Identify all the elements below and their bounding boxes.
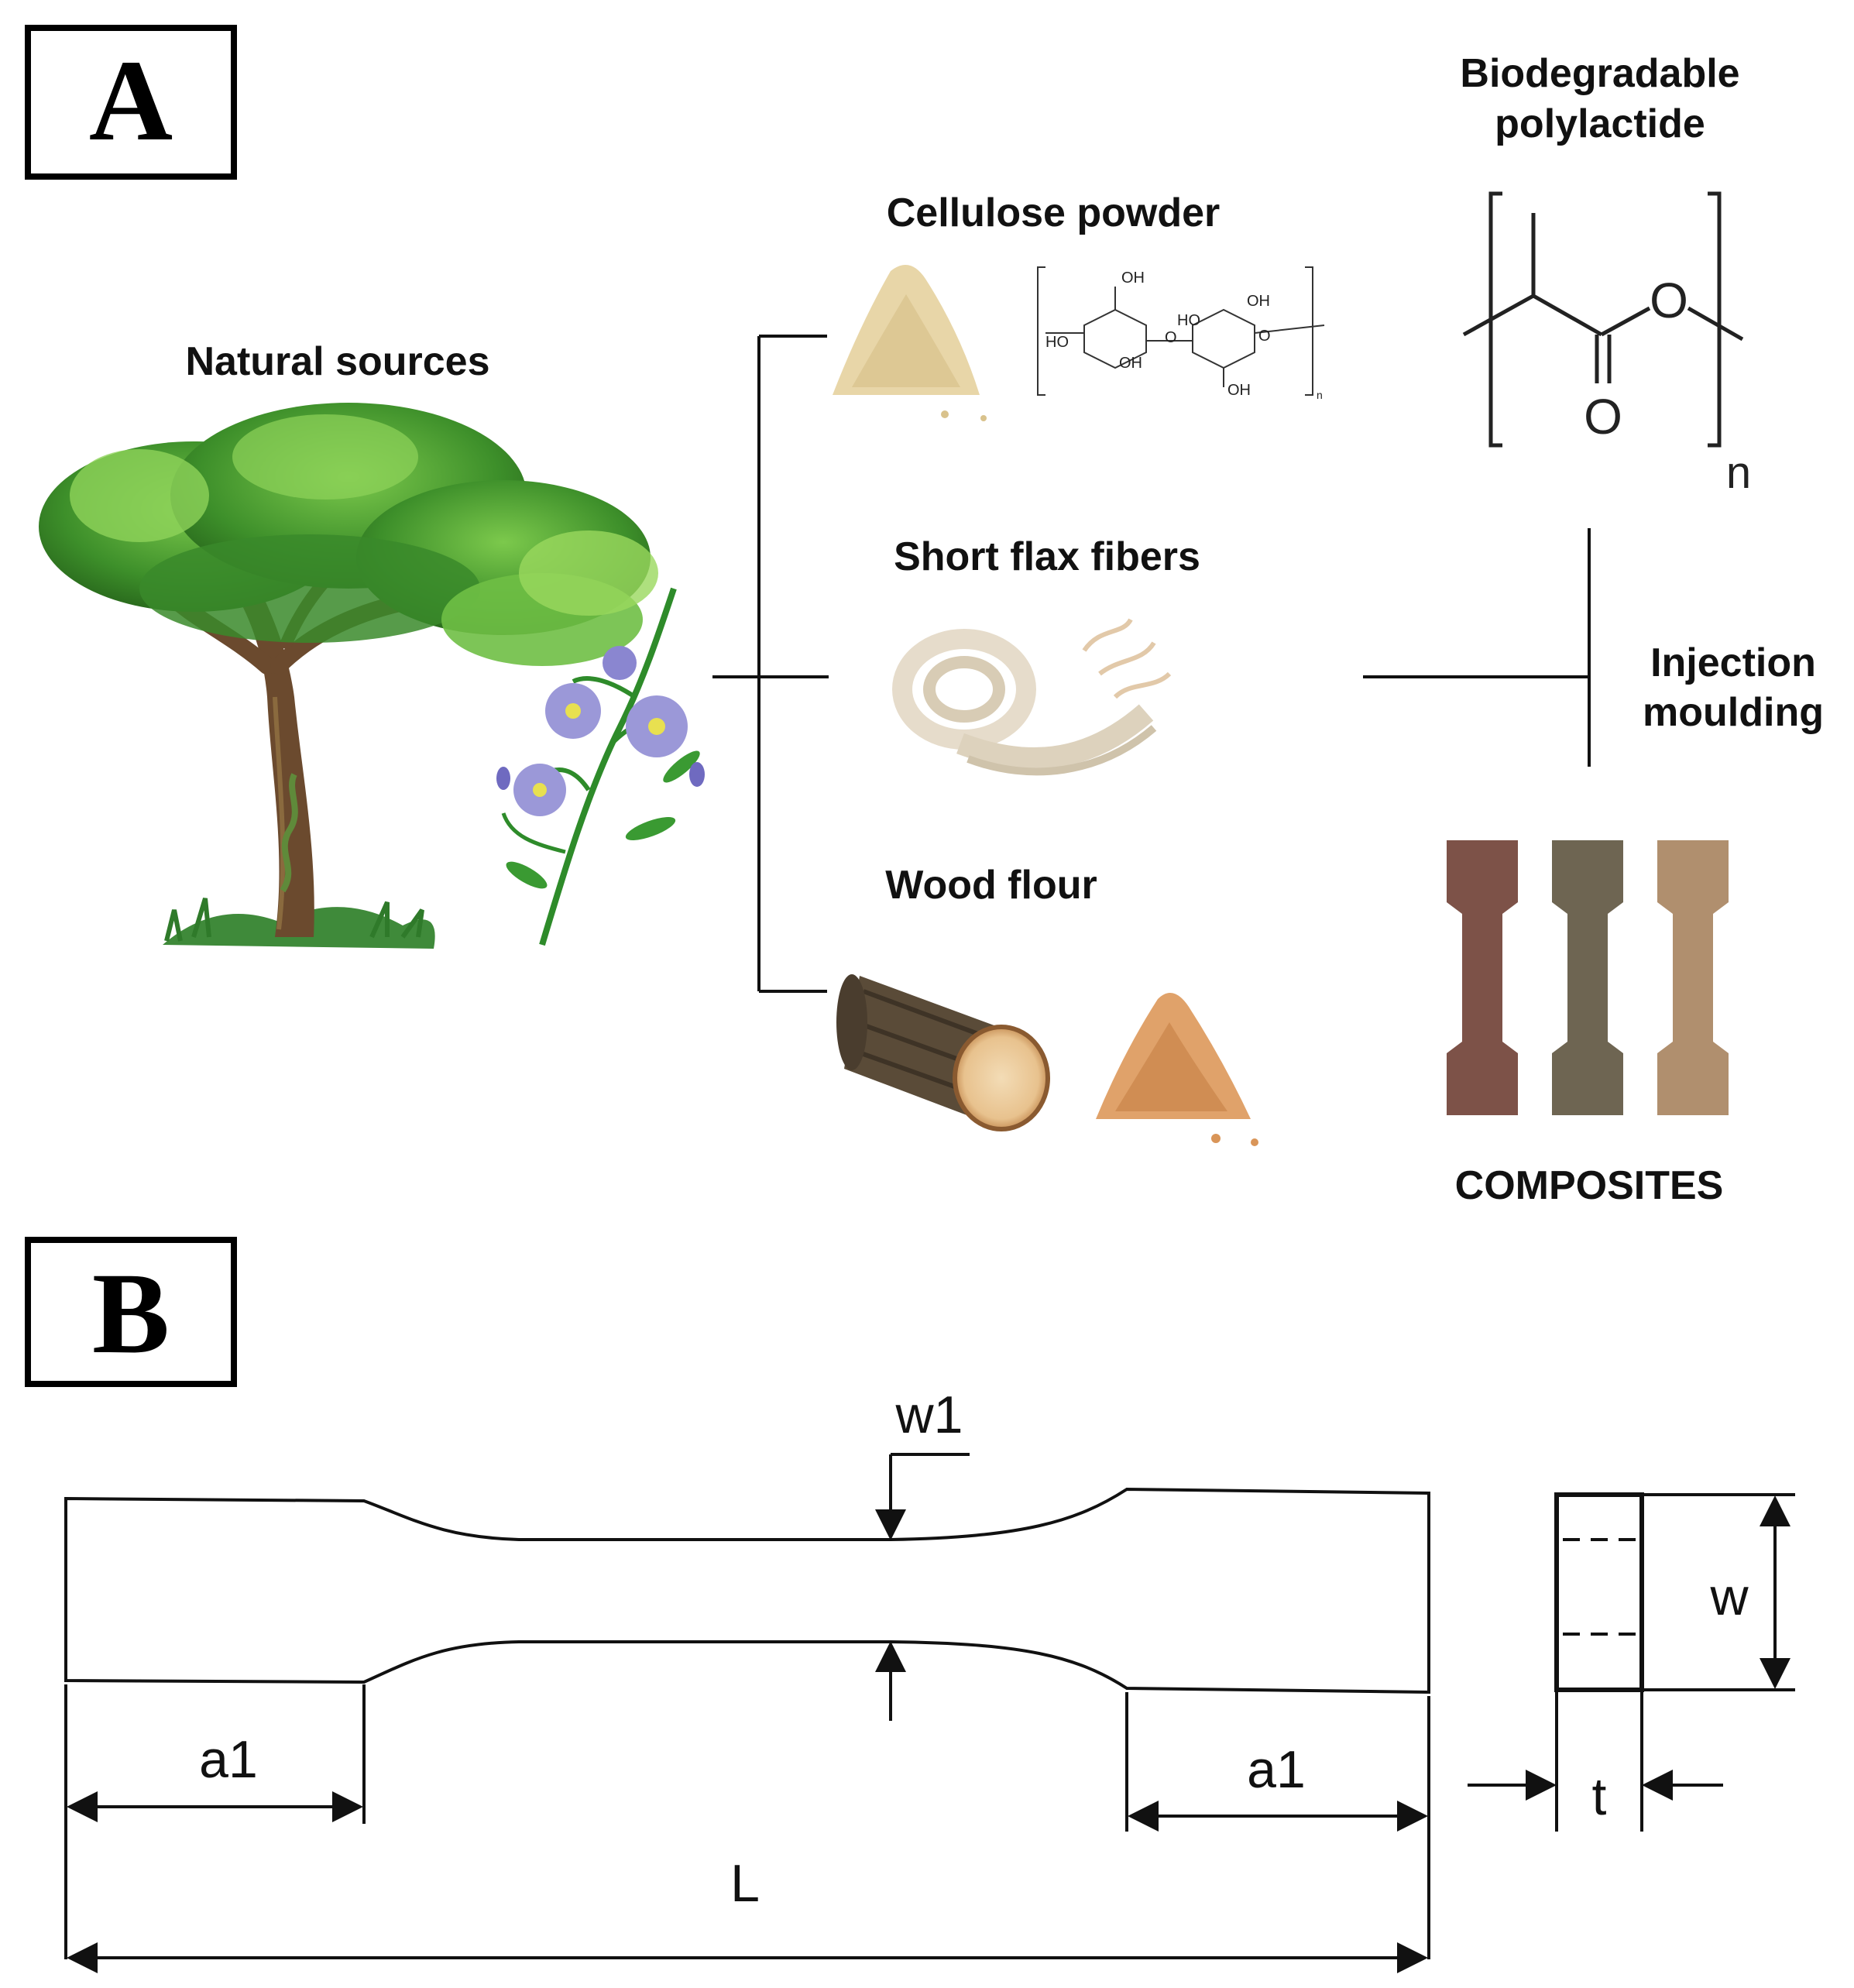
cellulose-oh-3: OH <box>1247 293 1270 310</box>
injection-connector <box>1363 528 1591 767</box>
pla-carbonyl-oxygen: O <box>1584 389 1622 445</box>
cellulose-structure: OH HO OH O HO OH O OH n <box>1037 266 1325 401</box>
a1-left-label: a1 <box>199 1730 258 1789</box>
l-label: L <box>730 1854 760 1913</box>
panel-b-letter: B <box>92 1249 170 1378</box>
pla-title-line2: polylactide <box>1495 101 1705 146</box>
cellulose-o-bridge: O <box>1165 329 1177 346</box>
w1-label: w1 <box>895 1385 963 1444</box>
cellulose-n: n <box>1317 389 1323 401</box>
wood-log-illustration <box>836 974 1050 1131</box>
a1-right-label: a1 <box>1247 1740 1306 1799</box>
dogbone-outline <box>64 1487 1430 1694</box>
natural-sources-label: Natural sources <box>185 339 489 384</box>
specimen-3 <box>1657 840 1729 1115</box>
pla-title-line1: Biodegradable <box>1460 51 1739 96</box>
tree-illustration <box>39 403 658 949</box>
specimen-1 <box>1447 840 1518 1115</box>
composites-label: COMPOSITES <box>1455 1163 1724 1208</box>
flower-2 <box>626 695 688 757</box>
pla-ester-oxygen: O <box>1650 273 1688 328</box>
w-label: w <box>1709 1567 1749 1626</box>
wood-flour-pile <box>1096 993 1258 1146</box>
wood-flour-label: Wood flour <box>885 863 1097 908</box>
flower-3 <box>513 764 566 816</box>
cellulose-powder-label: Cellulose powder <box>887 191 1221 235</box>
cellulose-ho-2: HO <box>1177 312 1200 329</box>
flax-plant-illustration <box>496 587 705 946</box>
cellulose-oh-4: OH <box>1227 382 1251 399</box>
panel-b-label-box: B <box>25 1237 237 1387</box>
a1-left-dimension: a1 <box>64 1684 366 1959</box>
w1-dimension: w1 <box>875 1385 970 1721</box>
l-dimension: L <box>67 1854 1428 1973</box>
flax-fibers-illustration <box>892 618 1172 776</box>
cellulose-o-end: O <box>1258 328 1271 345</box>
injection-label-line2: moulding <box>1643 690 1824 735</box>
composite-specimens <box>1447 840 1729 1115</box>
pla-structure: O O n <box>1462 191 1751 498</box>
t-label: t <box>1592 1767 1607 1826</box>
flower-1 <box>545 683 601 739</box>
cellulose-oh-1: OH <box>1121 270 1145 287</box>
specimen-2 <box>1552 840 1623 1115</box>
short-flax-fibers-label: Short flax fibers <box>894 534 1200 579</box>
panel-a-label-box: A <box>25 25 237 180</box>
cellulose-ho-1: HO <box>1045 334 1069 351</box>
pla-repeat-n: n <box>1726 448 1751 498</box>
a1-right-dimension: a1 <box>1125 1692 1430 1959</box>
source-bracket <box>712 335 829 993</box>
injection-label-line1: Injection <box>1650 640 1816 685</box>
cellulose-powder-pile <box>833 265 987 421</box>
cross-section: w t <box>1468 1492 1795 1832</box>
panel-a-letter: A <box>89 36 173 165</box>
cellulose-oh-2: OH <box>1119 355 1142 372</box>
